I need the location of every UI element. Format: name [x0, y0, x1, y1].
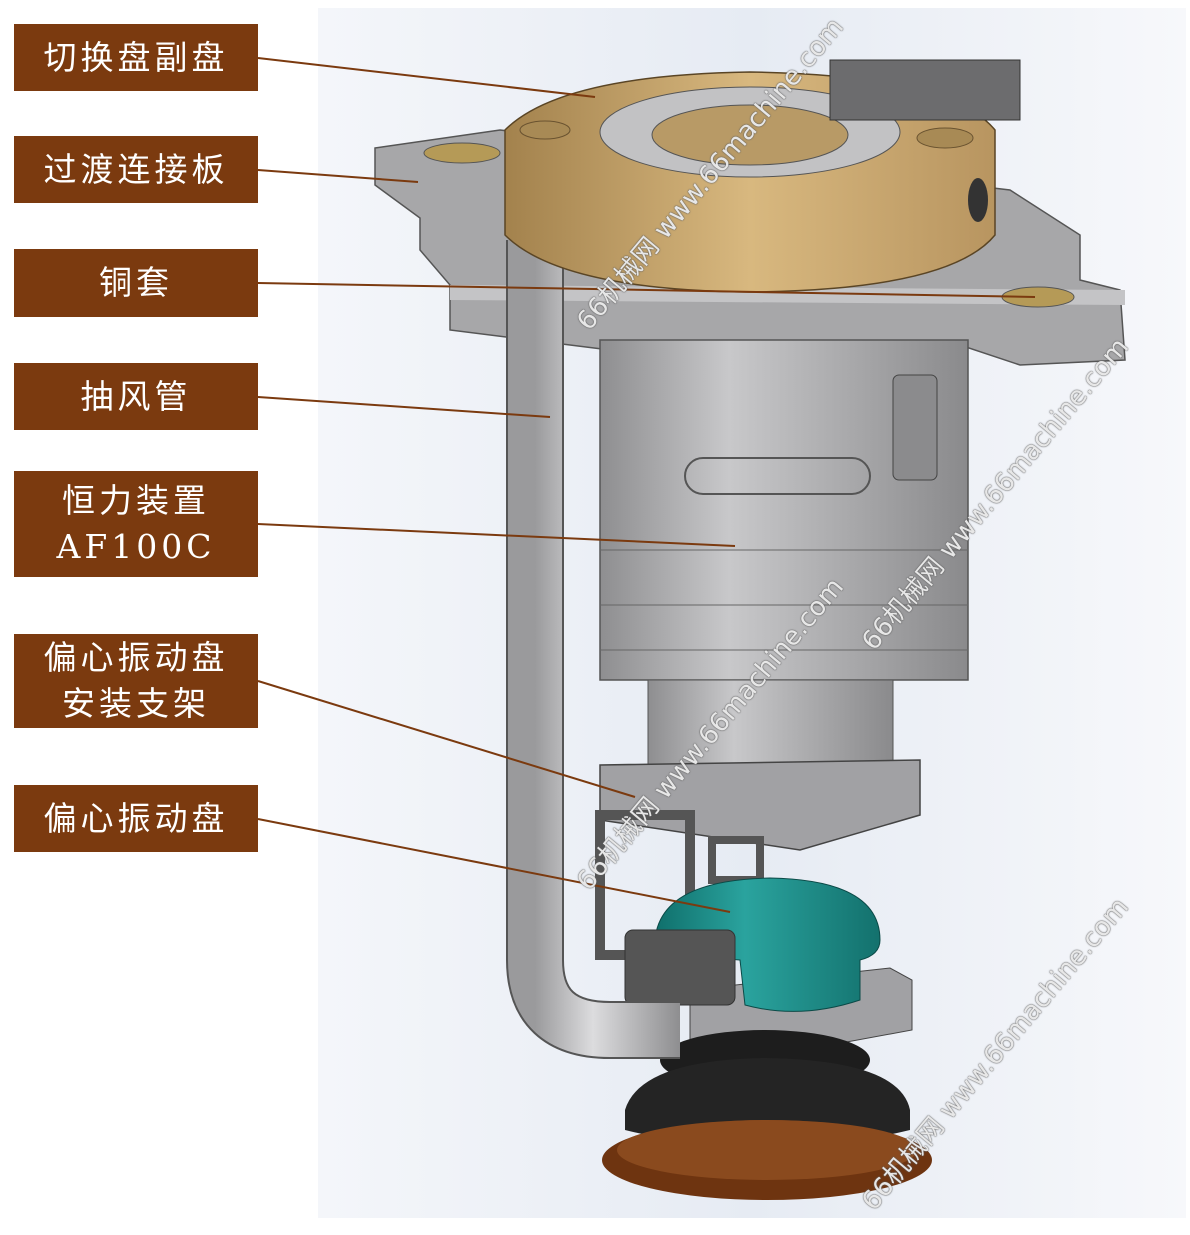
leader-line: [257, 523, 736, 547]
leader-line: [257, 282, 1036, 298]
leader-line: [257, 818, 731, 913]
label-text: 抽风管: [80, 376, 192, 416]
constant-force-device-shape: [599, 339, 969, 796]
sander-shape: [602, 877, 932, 1200]
label-transition-plate: 过渡连接板: [14, 136, 258, 203]
label-text: 偏心振动盘: [43, 798, 229, 838]
leader-line: [257, 57, 596, 98]
label-text: 切换盘副盘: [43, 37, 229, 77]
switch-plate-shape: [504, 59, 1021, 293]
leader-line: [257, 680, 636, 798]
leader-line: [257, 169, 419, 183]
label-sander-mount-bracket: 偏心振动盘安装支架: [14, 634, 258, 728]
label-switch-plate-secondary: 切换盘副盘: [14, 24, 258, 91]
label-exhaust-pipe: 抽风管: [14, 363, 258, 430]
label-text: 恒力装置: [62, 481, 210, 520]
label-copper-sleeve: 铜套: [14, 249, 258, 317]
label-eccentric-sander: 偏心振动盘: [14, 785, 258, 852]
label-text: 偏心振动盘: [43, 638, 229, 677]
label-constant-force-device: 恒力装置 AF100C: [14, 471, 258, 577]
label-text: 铜套: [99, 263, 173, 302]
label-text: 过渡连接板: [43, 149, 229, 189]
label-text: 安装支架: [62, 684, 210, 723]
leader-lines: [257, 57, 1036, 913]
label-text-model: AF100C: [56, 527, 216, 566]
leader-line: [257, 396, 551, 418]
